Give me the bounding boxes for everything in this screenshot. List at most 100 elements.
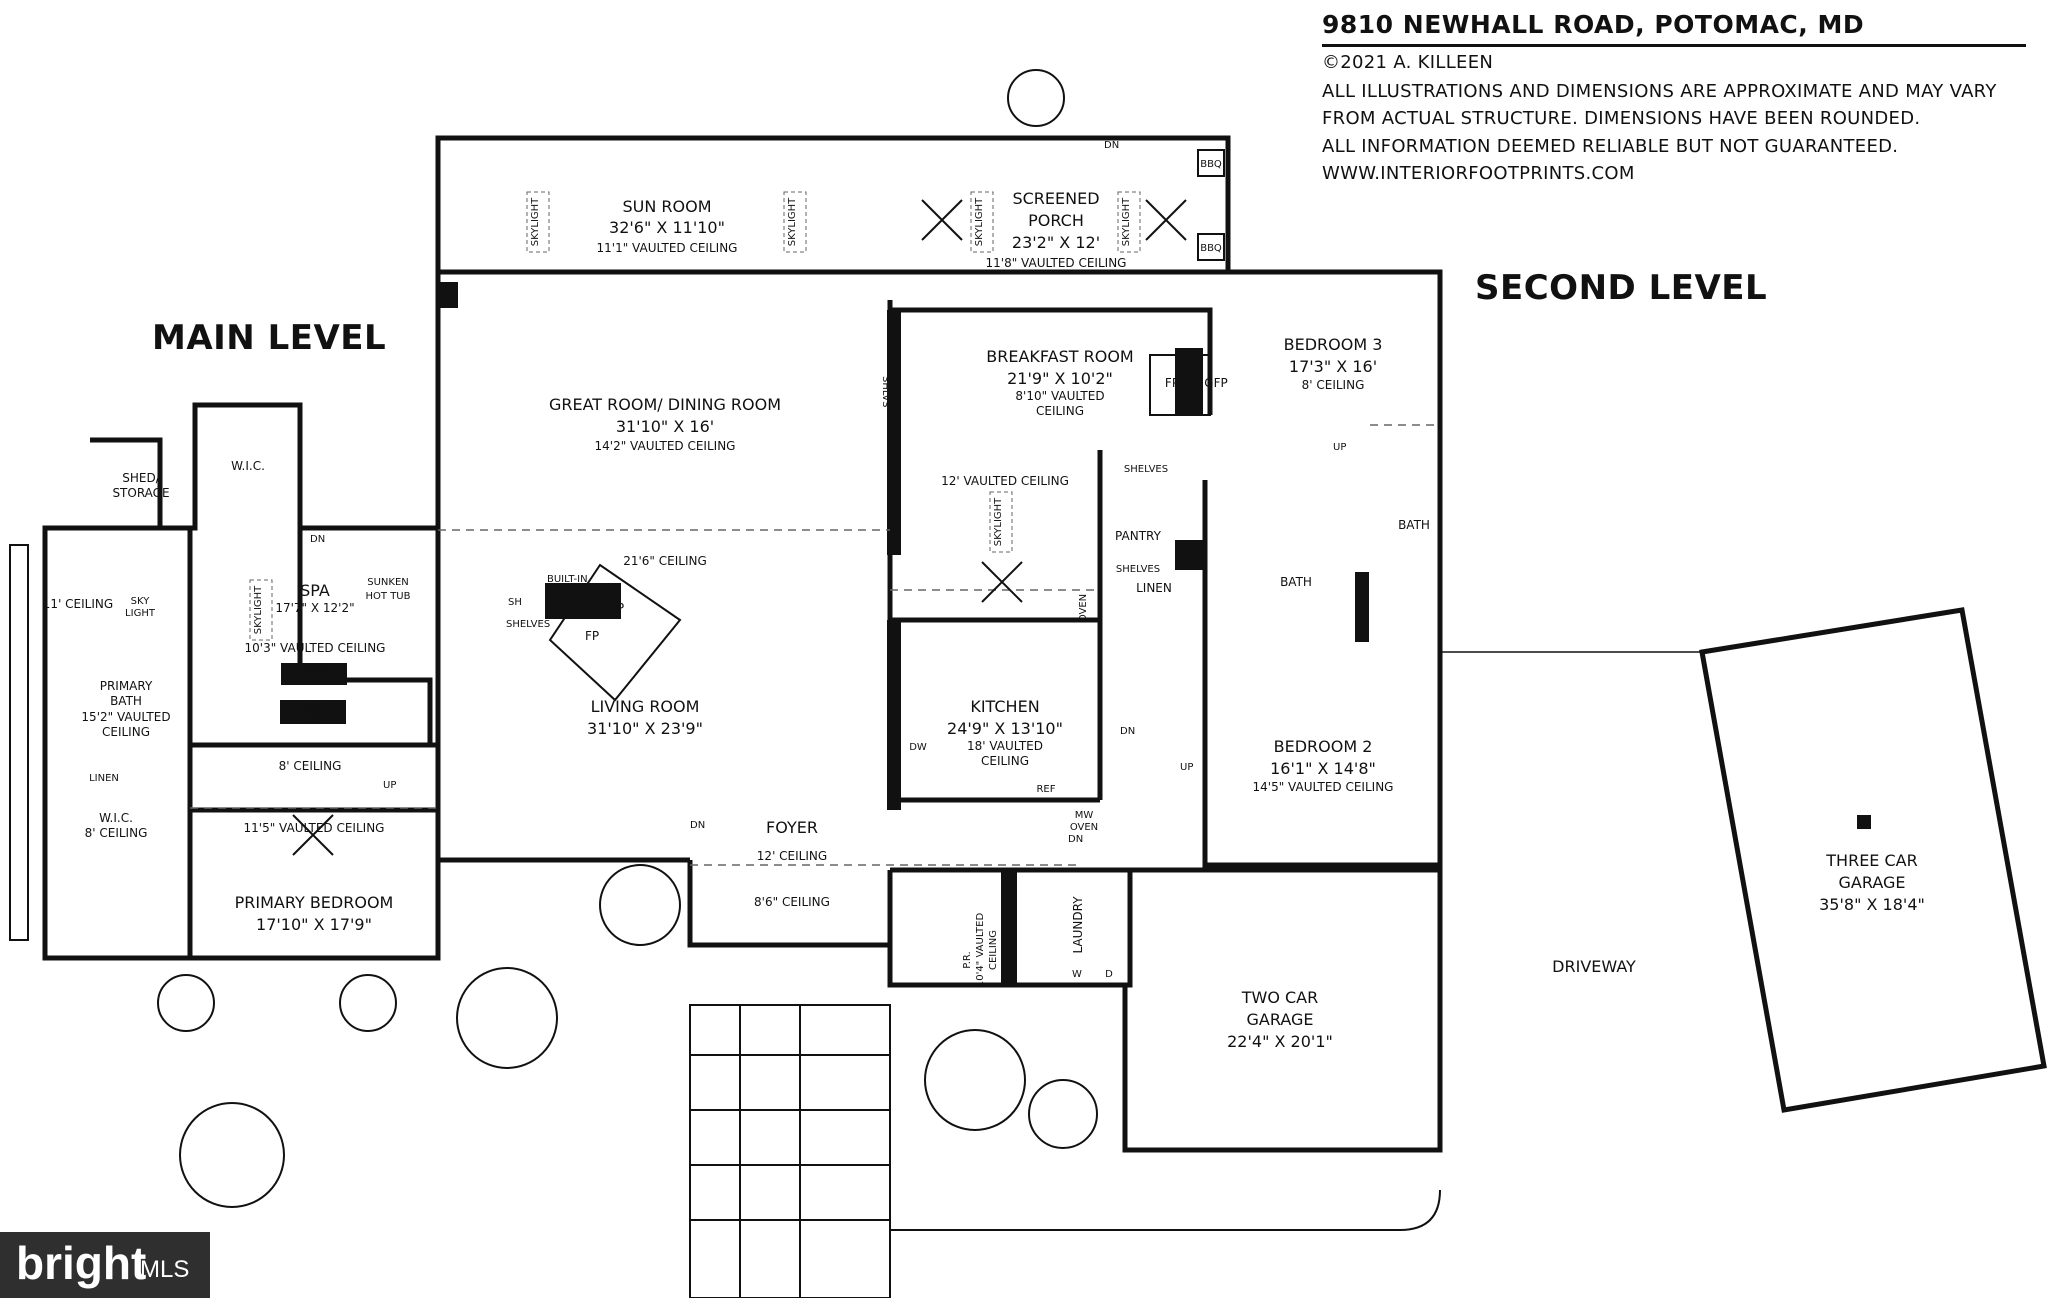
disclaimer-line-2: FROM ACTUAL STRUCTURE. DIMENSIONS HAVE B… xyxy=(1322,108,1921,129)
dn-label-living: DN xyxy=(690,820,705,831)
dw-label: DW xyxy=(909,742,927,753)
gas-label-2: GAS xyxy=(306,702,327,713)
great-room-ceiling: 14'2" VAULTED CEILING xyxy=(595,439,736,453)
breakfast-name: BREAKFAST ROOM xyxy=(986,347,1133,366)
bbq-label-2: BBQ xyxy=(1200,243,1222,254)
breakfast-ceiling-1: 8'10" VAULTED xyxy=(1015,389,1104,403)
ceiling-fans xyxy=(292,199,1187,856)
sun-room-name: SUN ROOM xyxy=(622,197,711,216)
primary-bedroom-name: PRIMARY BEDROOM xyxy=(235,893,394,912)
dn-label-spa: DN xyxy=(310,534,325,545)
dryer-label: D xyxy=(1105,969,1113,980)
kitchen-name: KITCHEN xyxy=(970,697,1039,716)
porch-dims: 23'2" X 12' xyxy=(1012,233,1100,252)
skylight-label-1: SKYLIGHT xyxy=(530,197,541,246)
skylight-label-3: SKYLIGHT xyxy=(974,197,985,246)
fp-label-living-1: FP xyxy=(610,601,624,615)
two-car-dims: 22'4" X 20'1" xyxy=(1227,1032,1333,1051)
bbq-label-1: BBQ xyxy=(1200,159,1222,170)
shelves-label-living: SHELVES xyxy=(506,619,550,630)
washer-label: W xyxy=(1072,969,1082,980)
sh-label: SH xyxy=(508,597,522,608)
shlvs-label: SHLVS xyxy=(880,376,891,408)
thick-walls xyxy=(280,282,1369,986)
primary-bath-name-1: PRIMARY xyxy=(100,679,153,693)
foyer-ceiling: 12' CEILING xyxy=(757,849,827,863)
primary-bath-name-2: BATH xyxy=(110,694,142,708)
drive-curve xyxy=(889,1150,1441,1231)
powder-label-1: P.R. xyxy=(962,951,973,968)
kitchen-dims: 24'9" X 13'10" xyxy=(947,719,1063,738)
two-car-name-2: GARAGE xyxy=(1247,1010,1314,1029)
fixture-labels: SKYLIGHT SKYLIGHT SKYLIGHT SKYLIGHT SKY L… xyxy=(89,140,1346,845)
shelves-label-pantry-2: SHELVES xyxy=(1116,564,1160,575)
room-labels: SUN ROOM 32'6" X 11'10" 11'1" VAULTED CE… xyxy=(43,189,1925,1051)
bath-a-label: BATH xyxy=(1280,575,1312,589)
oven-label-1: OVEN xyxy=(1078,594,1089,622)
wic-left-name: W.I.C. xyxy=(99,811,133,825)
hall-ceiling: 8' CEILING xyxy=(279,759,342,773)
spa-dims: 17'7" X 12'2" xyxy=(275,601,354,615)
dn-label-porch: DN xyxy=(1104,140,1119,151)
entry-ceiling: 8'6" CEILING xyxy=(754,895,830,909)
wic-top-label: W.I.C. xyxy=(231,459,265,473)
great-room-name: GREAT ROOM/ DINING ROOM xyxy=(549,395,781,414)
header-rule xyxy=(1322,44,2026,47)
website-line: WWW.INTERIORFOOTPRINTS.COM xyxy=(1322,163,1635,184)
stone-walk xyxy=(689,1004,891,1298)
fp-label-breakfast: FP xyxy=(1165,376,1179,390)
dn-label-stair: DN xyxy=(1120,726,1135,737)
skylight-small-1: SKY xyxy=(131,596,151,607)
shed-label-1: SHED/ xyxy=(122,471,160,485)
skylight-label-2: SKYLIGHT xyxy=(787,197,798,246)
landscape-trees xyxy=(9,69,1098,1208)
pantry-label: PANTRY xyxy=(1115,529,1162,543)
three-car-name-1: THREE CAR xyxy=(1825,851,1917,870)
two-car-name-1: TWO CAR xyxy=(1241,988,1319,1007)
bedroom3-dims: 17'3" X 16' xyxy=(1289,357,1377,376)
spa-ceiling: 10'3" VAULTED CEILING xyxy=(245,641,386,655)
porch-name-1: SCREENED xyxy=(1012,189,1099,208)
living-room-name: LIVING ROOM xyxy=(591,697,700,716)
porch-name-2: PORCH xyxy=(1028,211,1084,230)
living-ceiling: 21'6" CEILING xyxy=(623,554,707,568)
primary-bath-ceiling-1: 15'2" VAULTED xyxy=(81,710,170,724)
laundry-label: LAUNDRY xyxy=(1071,896,1085,954)
ref-label: REF xyxy=(1036,784,1055,795)
oven-label-2: OVEN xyxy=(1070,822,1098,833)
up-label-spiral: UP xyxy=(383,780,396,791)
primary-bedroom-dims: 17'10" X 17'9" xyxy=(256,915,372,934)
watermark-suffix: MLS xyxy=(140,1256,190,1283)
bedroom2-ceiling: 14'5" VAULTED CEILING xyxy=(1253,780,1394,794)
linen-label-pantry: LINEN xyxy=(1136,581,1172,595)
address-title: 9810 NEWHALL ROAD, POTOMAC, MD xyxy=(1322,10,1865,39)
fp-label-spa-1: FP xyxy=(310,676,322,687)
tub-label-2: HOT TUB xyxy=(366,591,411,602)
sun-room-ceiling: 11'1" VAULTED CEILING xyxy=(597,241,738,255)
up-label-stair: UP xyxy=(1180,762,1193,773)
powder-label-3: CEILING xyxy=(988,930,999,970)
garage-column xyxy=(1857,815,1871,829)
skylight-label-6: SKYLIGHT xyxy=(993,497,1004,546)
kitchen-ceiling-1: 18' VAULTED xyxy=(967,739,1043,753)
second-level-label: SECOND LEVEL xyxy=(1475,268,1768,308)
bedroom2-name: BEDROOM 2 xyxy=(1274,737,1373,756)
kitchen-ceiling-2: CEILING xyxy=(981,754,1029,768)
primary-bath-ceiling-2: CEILING xyxy=(102,725,150,739)
bedroom2-dims: 16'1" X 14'8" xyxy=(1270,759,1376,778)
three-car-name-2: GARAGE xyxy=(1839,873,1906,892)
tub-label-1: SUNKEN xyxy=(367,577,409,588)
gas-label-1: GAS xyxy=(306,664,327,675)
bedroom3-ceiling: 8' CEILING xyxy=(1302,378,1365,392)
bath-b-label: BATH xyxy=(1398,518,1430,532)
gfp-label: GFP xyxy=(1204,376,1227,390)
bath-11-ceiling: 11' CEILING xyxy=(43,597,113,611)
fp-label-spa-2: FP xyxy=(310,714,322,725)
main-level-label: MAIN LEVEL xyxy=(152,318,387,358)
fp-label-living-2: FP xyxy=(585,629,599,643)
foyer-name: FOYER xyxy=(766,818,818,837)
disclaimer-line-1: ALL ILLUSTRATIONS AND DIMENSIONS ARE APP… xyxy=(1322,81,1997,102)
kitchen-upper-ceiling: 12' VAULTED CEILING xyxy=(941,474,1069,488)
primary-bedroom-ceiling: 11'5" VAULTED CEILING xyxy=(244,821,385,835)
spa-name: SPA xyxy=(300,581,330,600)
